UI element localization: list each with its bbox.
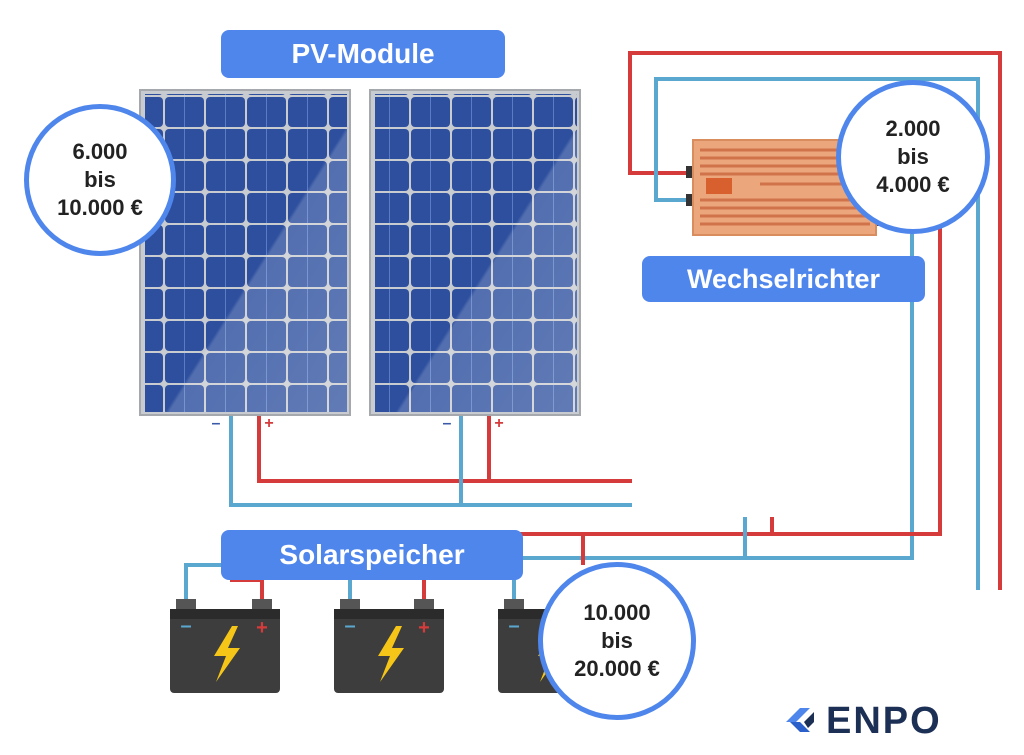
- inverter-price-min: 2.000: [885, 116, 941, 141]
- storage-price-sep: bis: [601, 628, 633, 653]
- lightning-icon: [378, 626, 404, 682]
- enpo-logo-icon: [786, 707, 814, 732]
- inverter-price-badge: 2.000 bis 4.000 €: [836, 80, 990, 234]
- inverter-label: Wechselrichter: [642, 256, 925, 302]
- storage-price-min: 10.000: [583, 600, 651, 625]
- pv-price-sep: bis: [84, 167, 116, 192]
- panel-plus-label: +: [494, 415, 503, 432]
- panel-minus-label: –: [212, 415, 221, 432]
- pv-price-badge: 6.000 bis 10.000 €: [24, 104, 176, 256]
- lightning-icon: [214, 626, 240, 682]
- battery-plus-label: +: [418, 617, 430, 639]
- battery-minus-label: –: [344, 615, 355, 637]
- wire-battery1-positive: [230, 578, 264, 600]
- wire-negative-outer: [654, 77, 980, 590]
- solar-panel-icon: [139, 89, 351, 416]
- battery-icon: – +: [334, 599, 444, 693]
- battery-plus-label: +: [256, 617, 268, 639]
- battery-minus-label: –: [180, 615, 191, 637]
- wire-inverter-positive: [510, 225, 942, 536]
- storage-label: Solarspeicher: [221, 530, 523, 580]
- wiring: [184, 51, 1002, 600]
- battery-icon: – +: [170, 599, 280, 693]
- panel-plus-label: +: [264, 415, 273, 432]
- solar-panel-icon: [369, 89, 581, 416]
- brand-name: ENPO: [826, 700, 942, 742]
- inverter-price-max: 4.000 €: [876, 172, 950, 197]
- panel-minus-label: –: [443, 415, 452, 432]
- storage-price-badge: 10.000 bis 20.000 €: [538, 562, 696, 720]
- wire-panel1-negative: [229, 415, 632, 507]
- wire-inverter-negative: [510, 225, 914, 560]
- battery-minus-label: –: [508, 615, 519, 637]
- wire-panel1-positive: [257, 415, 632, 483]
- brand-logo: ENPO: [780, 700, 942, 743]
- pv-price-max: 10.000 €: [57, 195, 143, 220]
- pv-module-label: PV-Module: [221, 30, 505, 78]
- inverter-price-sep: bis: [897, 144, 929, 169]
- pv-price-min: 6.000: [72, 139, 128, 164]
- wire-positive-outer: [628, 51, 1002, 590]
- wire-battery1-negative: [184, 563, 230, 600]
- storage-price-max: 20.000 €: [574, 656, 660, 681]
